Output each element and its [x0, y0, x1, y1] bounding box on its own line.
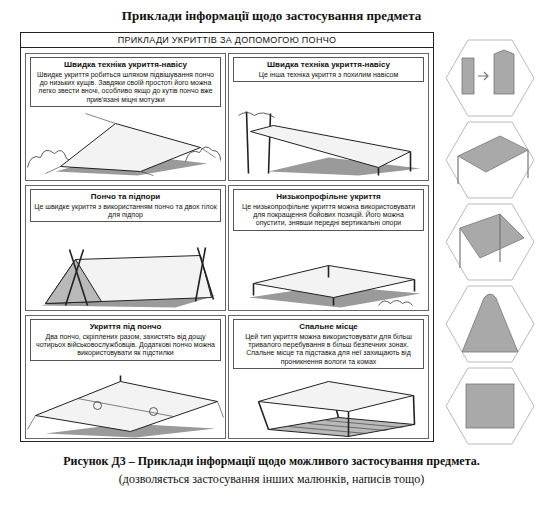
hexagon [446, 40, 534, 116]
poncho [251, 126, 411, 168]
card-heading: Низькопрофільне укриття [237, 192, 420, 202]
pole [499, 214, 500, 262]
branch [70, 250, 88, 306]
slat [309, 424, 387, 431]
hexagon [446, 368, 534, 444]
post [414, 280, 416, 292]
foliage [239, 113, 275, 118]
post [259, 402, 269, 430]
rope [141, 172, 154, 176]
pole [459, 228, 460, 268]
rope [86, 114, 116, 124]
two-poncho-tent [28, 376, 224, 438]
folded-poncho [462, 58, 474, 94]
pole [457, 156, 458, 184]
poncho-sloped [460, 214, 524, 258]
poncho-flat [458, 136, 528, 172]
post [348, 412, 350, 437]
card-textbox: Пончо та підпориЦе швидке укриття з вико… [30, 189, 221, 222]
sloped-shelter [239, 112, 421, 176]
poncho-sequence [446, 40, 534, 444]
tree [247, 112, 249, 174]
card-textbox: Швидка техніка укриття-навісуШвидке укри… [30, 57, 221, 107]
poncho-sheet [466, 384, 514, 428]
card-body: Це інша техніка укриття з похилим навісо… [237, 71, 420, 79]
card-heading: Пончо та підпори [34, 192, 217, 202]
poncho [494, 50, 514, 94]
hood [94, 402, 102, 410]
post [328, 266, 330, 278]
card-body: Цей тип укриття можна використовувати дл… [237, 333, 420, 367]
poncho [36, 382, 218, 432]
poncho-and-supports [41, 248, 216, 308]
shelter-card: Укриття під пончоДва пончо, скріплених р… [25, 315, 226, 439]
post [414, 396, 415, 425]
card-textbox: Укриття під пончоДва пончо, скріплених р… [30, 319, 221, 361]
card-heading: Укриття під пончо [34, 322, 217, 332]
hood [150, 408, 158, 416]
poncho-worn [462, 294, 518, 352]
tree [269, 114, 271, 174]
rope [28, 416, 36, 430]
pole [120, 376, 122, 382]
grass [379, 301, 413, 306]
post [333, 298, 335, 306]
shelter-card: Швидка техніка укриття-навісуШвидке укри… [25, 53, 226, 181]
hexagon [446, 122, 534, 198]
shelter-card: Низькопрофільне укриттяЦе низькопрофільн… [228, 185, 429, 311]
platform [269, 418, 415, 437]
pole [527, 150, 528, 178]
slat [327, 421, 403, 428]
poncho [61, 124, 201, 172]
rope [218, 402, 224, 418]
card-body: Це низькопрофільне укриття можна викорис… [237, 203, 420, 228]
pole [410, 152, 412, 172]
branch [66, 250, 84, 306]
pole [378, 168, 380, 176]
shadow [269, 158, 421, 176]
card-heading: Швидка техніка укриття-навісу [237, 60, 420, 70]
card-heading: Швидка техніка укриття-навісу [34, 60, 217, 70]
card-body: Це швидке укриття з використанням пончо … [34, 203, 217, 220]
panel-heading: ПРИКЛАДИ УКРИТТІВ ЗА ДОПОМОГОЮ ПОНЧО [21, 33, 433, 48]
card-heading: Спальне місце [237, 322, 420, 332]
post [253, 284, 255, 296]
rope [201, 148, 216, 158]
card-body: Швидке укриття робиться шляхом підвішува… [34, 71, 217, 105]
hexagon [446, 286, 534, 362]
poncho [259, 382, 414, 412]
shelter-card: Пончо та підпориЦе швидке укриття з вико… [25, 185, 226, 311]
hexagon [446, 204, 534, 280]
shelter-card: Швидка техніка укриття-навісуЦе інша тех… [228, 53, 429, 181]
card-textbox: Спальне місцеЦей тип укриття можна викор… [233, 319, 424, 369]
card-body: Два пончо, скріплених разом, захистять в… [34, 333, 217, 358]
card-textbox: Швидка техніка укриття-навісуЦе інша тех… [233, 57, 424, 82]
lean-to-bushes [28, 114, 221, 176]
shelter-card: Спальне місцеЦей тип укриття можна викор… [228, 315, 429, 439]
low-profile-shelter [249, 266, 421, 308]
arrow [478, 72, 488, 80]
page-title: Приклади інформації щодо застосування пр… [0, 8, 543, 24]
caption-note: (дозволяється застосування інших малюнкі… [4, 472, 539, 487]
sleeping-place [259, 382, 415, 437]
card-textbox: Низькопрофільне укриттяЦе низькопрофільн… [233, 189, 424, 231]
rope [46, 167, 61, 174]
seam [78, 399, 174, 417]
branch [198, 248, 214, 300]
poncho [46, 256, 212, 304]
shelter-panel: ПРИКЛАДИ УКРИТТІВ ЗА ДОПОМОГОЮ ПОНЧО Швид… [20, 32, 434, 442]
poncho [254, 266, 415, 298]
figure-caption: Рисунок Д3 – Приклади інформації щодо мо… [4, 454, 539, 469]
